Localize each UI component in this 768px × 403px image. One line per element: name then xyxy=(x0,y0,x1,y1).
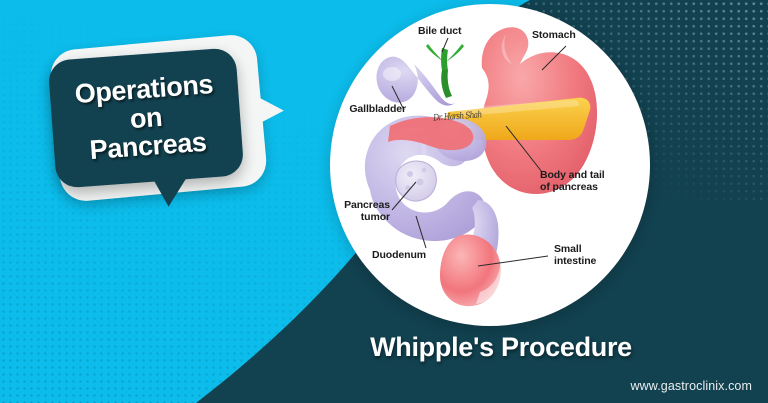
organ-small-intestine xyxy=(440,234,501,307)
label-leader-lines xyxy=(391,37,567,267)
organ-pancreas-tumor xyxy=(395,160,437,202)
procedure-headline: Whipple's Procedure xyxy=(370,332,632,362)
organ-bile-duct xyxy=(426,44,464,98)
anatomy-illustration xyxy=(364,27,598,307)
anatomy-circle: Dr. Harsh Shah Bile duct Stomach Gallbla… xyxy=(330,4,650,326)
website-url: www.gastroclinix.com xyxy=(630,379,752,393)
label-bile-duct: Bile duct xyxy=(418,25,462,37)
title-callout: Operations on Pancreas xyxy=(47,32,269,204)
label-small-intestine: Small intestine xyxy=(554,243,597,267)
callout-dark-panel: Operations on Pancreas xyxy=(47,47,245,189)
label-gallbladder: Gallbladder xyxy=(349,103,406,115)
label-pancreas-tumor: Pancreas tumor xyxy=(344,199,390,223)
organ-pylorus xyxy=(388,117,474,151)
label-body-and-tail-of-pancreas: Body and tail of pancreas xyxy=(540,169,605,193)
label-stomach: Stomach xyxy=(532,29,576,41)
organ-gallbladder xyxy=(376,56,456,106)
poster-title: Operations on Pancreas xyxy=(73,69,215,166)
label-duodenum: Duodenum xyxy=(371,249,426,261)
